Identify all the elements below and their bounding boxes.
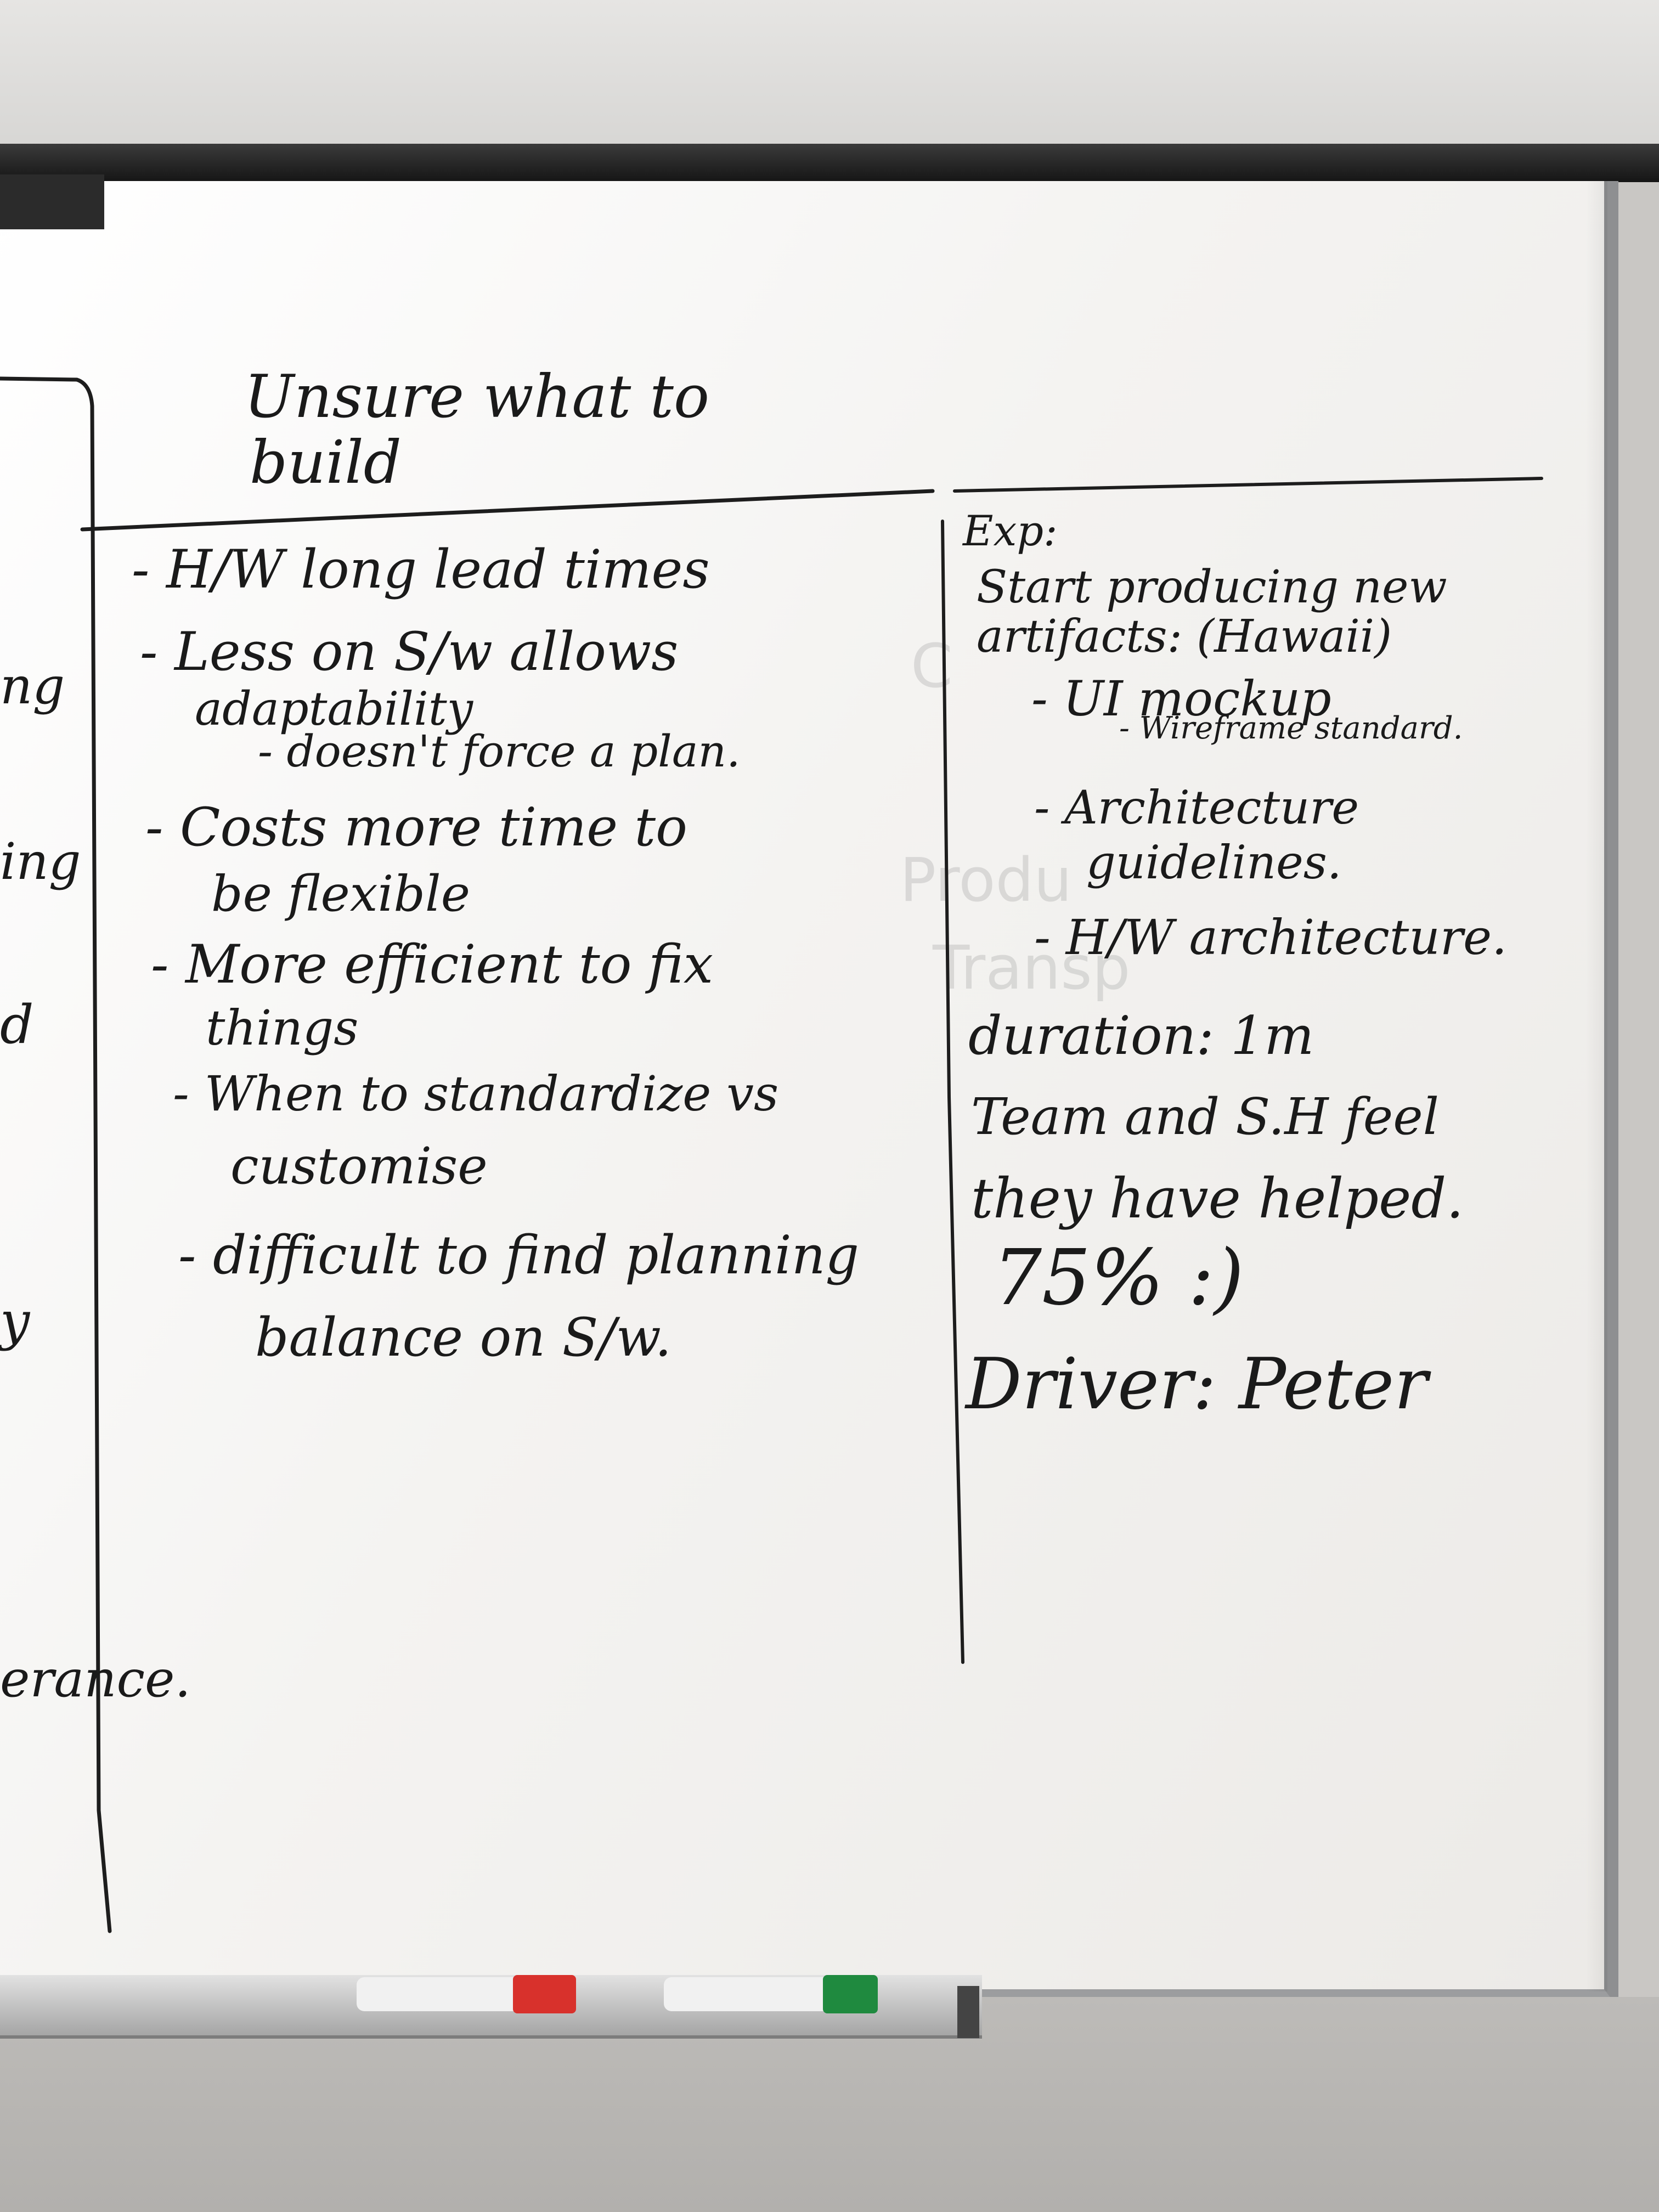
green-marker[interactable] — [664, 1975, 878, 2013]
erased-ghost-text: Produ — [900, 845, 1073, 915]
right-line: duration: 1m — [968, 1005, 1314, 1066]
green-marker-cap — [823, 1975, 878, 2013]
right-line: Team and S.H feel — [971, 1087, 1440, 1146]
list-item: - difficult to find planning — [178, 1224, 859, 1286]
whiteboard-rail — [0, 144, 1659, 182]
list-item: - H/W long lead times — [132, 539, 710, 600]
list-item: - Costs more time to — [145, 797, 687, 858]
right-line: 75% :) — [993, 1233, 1244, 1323]
list-item: customise — [230, 1137, 488, 1195]
red-marker-cap — [513, 1975, 576, 2013]
right-line: - UI mockup — [1031, 670, 1331, 727]
list-item: things — [206, 1000, 359, 1056]
list-item: adaptability — [195, 682, 473, 736]
left-fragment: ng — [0, 657, 65, 715]
wall-top — [0, 0, 1659, 159]
erased-ghost-text: Transp — [933, 933, 1131, 1003]
list-item: balance on S/w. — [255, 1307, 672, 1368]
list-item: - Less on S/w allows — [140, 621, 679, 682]
left-fragment: d — [0, 994, 34, 1056]
tray-end-cap — [957, 1986, 979, 2038]
column-heading-line1: Unsure what to — [244, 363, 709, 431]
list-item: - More efficient to fix — [151, 934, 714, 995]
right-line: - H/W architecture. — [1034, 909, 1508, 966]
column-heading-line2: build — [250, 428, 402, 497]
left-fragment: ing — [0, 832, 81, 891]
list-item: be flexible — [211, 865, 470, 923]
right-line: artifacts: (Hawaii) — [977, 611, 1392, 663]
right-line: - Architecture — [1034, 781, 1359, 834]
red-marker[interactable] — [357, 1975, 576, 2013]
right-line: - Wireframe standard. — [1119, 710, 1463, 746]
left-fragment: erance. — [0, 1650, 191, 1708]
rail-clip — [0, 174, 104, 229]
right-line: Driver: Peter — [966, 1344, 1428, 1425]
board-frame-shadow — [1585, 181, 1607, 1991]
left-fragment: y — [0, 1290, 30, 1352]
list-item: - When to standardize vs — [173, 1065, 779, 1122]
right-line: they have helped. — [971, 1166, 1464, 1231]
right-line: guidelines. — [1086, 836, 1342, 889]
list-item: - doesn't force a plan. — [258, 726, 741, 777]
exp-label: Exp: — [963, 506, 1058, 555]
right-line: Start producing new — [977, 561, 1447, 613]
